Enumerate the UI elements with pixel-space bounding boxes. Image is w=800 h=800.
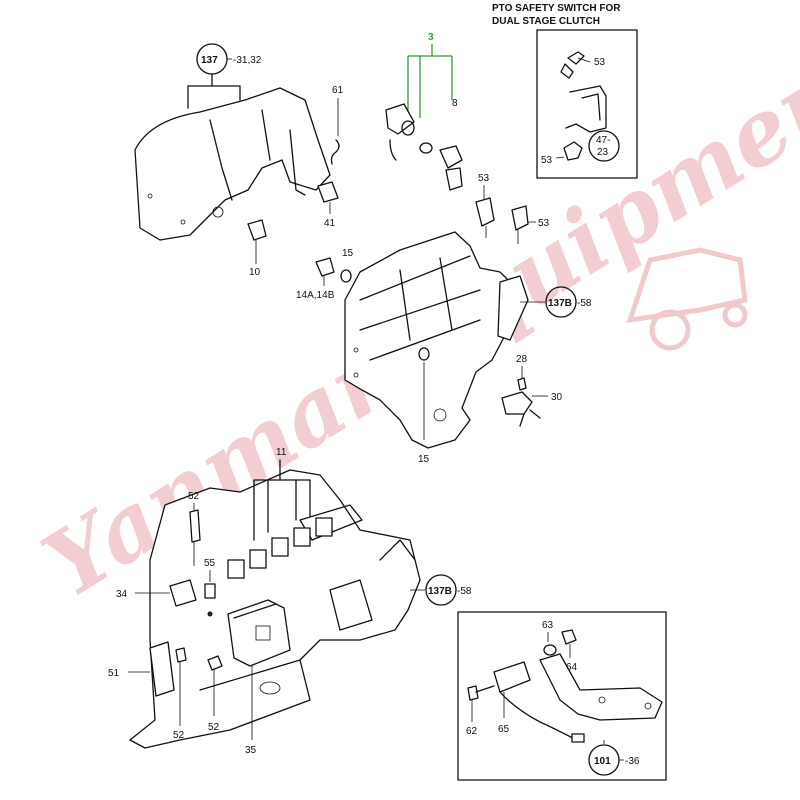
svg-text:52: 52 xyxy=(208,722,220,733)
svg-text:63: 63 xyxy=(542,620,554,631)
label-14a-14b: 14A,14B xyxy=(296,290,335,301)
callout-47-text: 47- xyxy=(596,135,610,146)
part-53-switches: 53 53 xyxy=(475,173,550,244)
svg-text:28: 28 xyxy=(516,354,528,365)
label-15-upper: 15 xyxy=(342,248,354,259)
svg-text:62: 62 xyxy=(466,726,478,737)
svg-text:35: 35 xyxy=(245,745,257,756)
svg-text:137B: 137B xyxy=(548,298,572,309)
svg-text:-58: -58 xyxy=(577,298,592,309)
inset-frame xyxy=(536,29,638,179)
svg-text:11: 11 xyxy=(276,447,287,458)
svg-text:34: 34 xyxy=(116,589,128,600)
svg-text:64: 64 xyxy=(566,662,578,673)
inset-title-line1: PTO SAFETY SWITCH FOR xyxy=(492,3,621,14)
svg-text:53: 53 xyxy=(478,173,490,184)
svg-text:-36: -36 xyxy=(625,756,640,767)
inset-lower-frame xyxy=(457,611,667,781)
svg-text:52: 52 xyxy=(188,491,200,502)
label-3: 3 xyxy=(428,32,434,43)
svg-text:137: 137 xyxy=(201,55,218,66)
svg-text:41: 41 xyxy=(324,218,336,229)
callout-137: 137 -31,32 xyxy=(187,43,262,109)
inset-title-line2: DUAL STAGE CLUTCH xyxy=(492,16,600,27)
svg-text:65: 65 xyxy=(498,724,510,735)
label-8: 8 xyxy=(452,98,458,109)
svg-text:101: 101 xyxy=(594,756,611,767)
lower-bracket-assembly: 11 52 55 34 51 52 52 xyxy=(108,447,421,756)
part-28-30: 28 30 xyxy=(501,354,563,427)
callout-137b-upper: 137B -58 xyxy=(520,286,592,318)
svg-text:30: 30 xyxy=(551,392,563,403)
label-53-inset-bottom: 53 xyxy=(541,155,553,166)
label-53-inset-top: 53 xyxy=(594,57,606,68)
main-frame: 15 xyxy=(344,231,529,465)
part-61: 61 xyxy=(330,85,344,165)
part-14-15: 15 14A,14B xyxy=(296,248,354,301)
inset-pto-switch: PTO SAFETY SWITCH FOR DUAL STAGE CLUTCH … xyxy=(492,3,638,179)
svg-text:-58: -58 xyxy=(457,586,472,597)
svg-text:-31,32: -31,32 xyxy=(233,55,262,66)
svg-text:55: 55 xyxy=(204,558,216,569)
svg-text:52: 52 xyxy=(173,730,185,741)
watermark-tractor-icon xyxy=(626,247,748,351)
svg-text:61: 61 xyxy=(332,85,344,96)
svg-text:51: 51 xyxy=(108,668,120,679)
dash-cover: 10 xyxy=(134,87,331,278)
callout-47-23 xyxy=(588,130,620,162)
callout-23-text: 23 xyxy=(597,147,609,158)
label-15-lower: 15 xyxy=(418,454,430,465)
part-3-group: 3 8 xyxy=(385,32,463,191)
svg-text:53: 53 xyxy=(538,218,550,229)
callout-137b-lower: 137B -58 xyxy=(410,574,472,606)
svg-text:137B: 137B xyxy=(428,586,452,597)
part-41: 41 xyxy=(317,181,339,229)
inset-switch-bracket: 63 64 65 62 101 -36 xyxy=(457,611,667,781)
label-10: 10 xyxy=(249,267,261,278)
